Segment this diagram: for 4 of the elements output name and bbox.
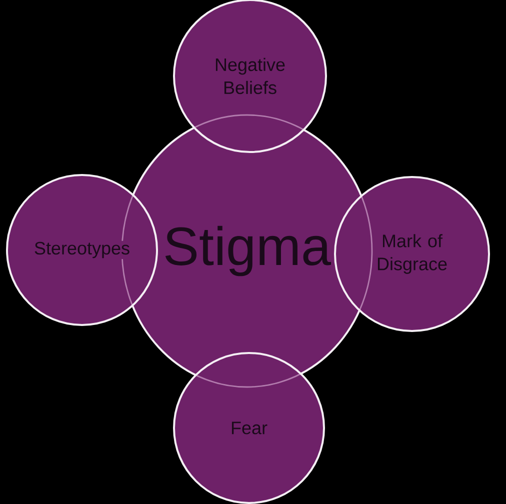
node-label: Mark of Disgrace — [378, 234, 447, 274]
node-label: Negative Beliefs — [216, 58, 285, 94]
node-label: Stereotypes — [34, 242, 130, 258]
node-label: Fear — [232, 422, 268, 434]
